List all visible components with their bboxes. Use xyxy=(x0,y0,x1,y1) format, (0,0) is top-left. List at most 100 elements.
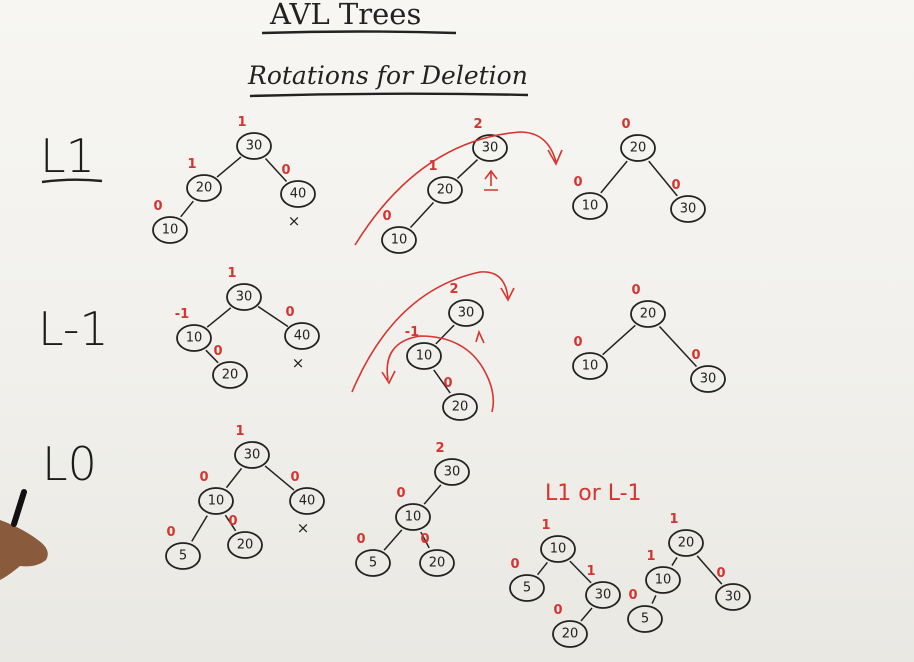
tree-edge xyxy=(257,305,289,328)
node-key: 10 xyxy=(208,494,225,509)
node-circle xyxy=(226,283,262,311)
node-circle xyxy=(186,174,222,202)
balance-factor: 0 xyxy=(420,532,429,547)
tree-node: 100 xyxy=(572,175,608,220)
subtitle-underline xyxy=(249,92,529,98)
tree-node: 400 × xyxy=(284,305,320,372)
tree-edge xyxy=(696,555,723,585)
node-circle xyxy=(572,192,608,220)
node-circle xyxy=(355,549,391,577)
node-key: 20 xyxy=(237,538,254,553)
tree-node: 302 xyxy=(434,441,470,486)
tree-edge xyxy=(671,557,678,566)
tree-node: 302 xyxy=(448,282,484,327)
tree-node: 50 xyxy=(355,532,391,577)
tree-edge xyxy=(205,349,219,364)
deleted-mark: × xyxy=(292,354,305,372)
balance-factor: 1 xyxy=(187,157,196,172)
balance-factor: 0 xyxy=(199,470,208,485)
page-subtitle: Rotations for Deletion xyxy=(247,61,528,90)
tree-lm1-before: 301 10 -1 400 × 20 0 xyxy=(175,266,320,389)
tree-edge xyxy=(409,202,435,228)
node-key: 20 xyxy=(630,141,647,156)
node-key: 30 xyxy=(246,139,263,154)
tree-node: 200 xyxy=(442,376,478,421)
node-circle xyxy=(284,322,320,350)
node-key: 10 xyxy=(582,199,599,214)
balance-factor: 0 xyxy=(573,335,582,350)
node-circle xyxy=(715,583,751,611)
node-circle xyxy=(585,581,621,609)
balance-factor: 1 xyxy=(237,115,246,130)
balance-factor: 0 xyxy=(396,486,405,501)
node-circle xyxy=(448,299,484,327)
tree-node: 300 xyxy=(690,348,726,393)
balance-factor: -1 xyxy=(175,307,189,322)
trees-layer: 301201400×10030220110020010030030110-140… xyxy=(152,115,751,648)
case-label-l1: L1 xyxy=(40,129,95,183)
balance-factor: 1 xyxy=(428,159,437,174)
node-key: 10 xyxy=(416,349,433,364)
case-underline-l1 xyxy=(41,178,103,184)
tree-node: 50 xyxy=(627,588,663,633)
balance-factor: 1 xyxy=(646,549,655,564)
tree-edge xyxy=(435,324,455,345)
tree-edge xyxy=(423,484,442,505)
tree-edge xyxy=(648,160,678,197)
node-circle xyxy=(540,535,576,563)
tree-edge xyxy=(600,160,628,194)
tree-edge xyxy=(180,200,194,218)
node-circle xyxy=(509,574,545,602)
node-key: 40 xyxy=(294,329,311,344)
tree-node: 100 xyxy=(198,470,234,515)
case-label-lm1: L-1 xyxy=(38,302,109,356)
balance-factor: 2 xyxy=(473,117,482,132)
node-circle xyxy=(472,134,508,162)
tree-edge xyxy=(264,158,288,182)
tree-node: 100 xyxy=(152,199,188,244)
node-circle xyxy=(620,134,656,162)
tree-node: 301 xyxy=(226,266,262,311)
node-key: 30 xyxy=(482,141,499,156)
node-key: 5 xyxy=(641,612,649,627)
tree-node: 200 xyxy=(227,514,263,559)
node-key: 5 xyxy=(369,556,377,571)
deleted-mark: × xyxy=(288,212,301,230)
node-key: 30 xyxy=(244,448,261,463)
balance-factor: 1 xyxy=(669,512,678,527)
balance-factor: 0 xyxy=(382,209,391,224)
tree-node: 101 xyxy=(540,518,576,563)
tree-node: 10-1 xyxy=(405,325,442,370)
tree-edge xyxy=(224,514,237,532)
node-key: 10 xyxy=(186,331,203,346)
tree-edge xyxy=(420,531,430,549)
case-label-l0: L0 xyxy=(42,437,97,491)
balance-factor: 0 xyxy=(285,305,294,320)
tree-edge xyxy=(383,529,403,551)
balance-factor: 0 xyxy=(166,525,175,540)
node-circle xyxy=(427,176,463,204)
node-key: 30 xyxy=(458,306,475,321)
rotation-arrows xyxy=(351,131,563,413)
note-rotation-choice: L1 or L-1 xyxy=(545,481,642,506)
balance-factor: 1 xyxy=(541,518,550,533)
node-key: 30 xyxy=(680,202,697,217)
node-key: 10 xyxy=(405,510,422,525)
tree-node: 200 xyxy=(419,532,455,577)
node-circle xyxy=(572,352,608,380)
node-key: 20 xyxy=(196,181,213,196)
node-key: 5 xyxy=(523,581,531,596)
tree-edge xyxy=(651,595,657,604)
tree-node: 302 xyxy=(472,117,508,162)
node-key: 20 xyxy=(222,368,239,383)
tree-node: 50 xyxy=(165,525,201,570)
tree-edge xyxy=(225,467,243,489)
node-key: 40 xyxy=(299,494,316,509)
balance-factor: 1 xyxy=(586,564,595,579)
tree-edge xyxy=(569,560,592,584)
tree-node: 301 xyxy=(234,424,270,469)
node-circle xyxy=(234,441,270,469)
